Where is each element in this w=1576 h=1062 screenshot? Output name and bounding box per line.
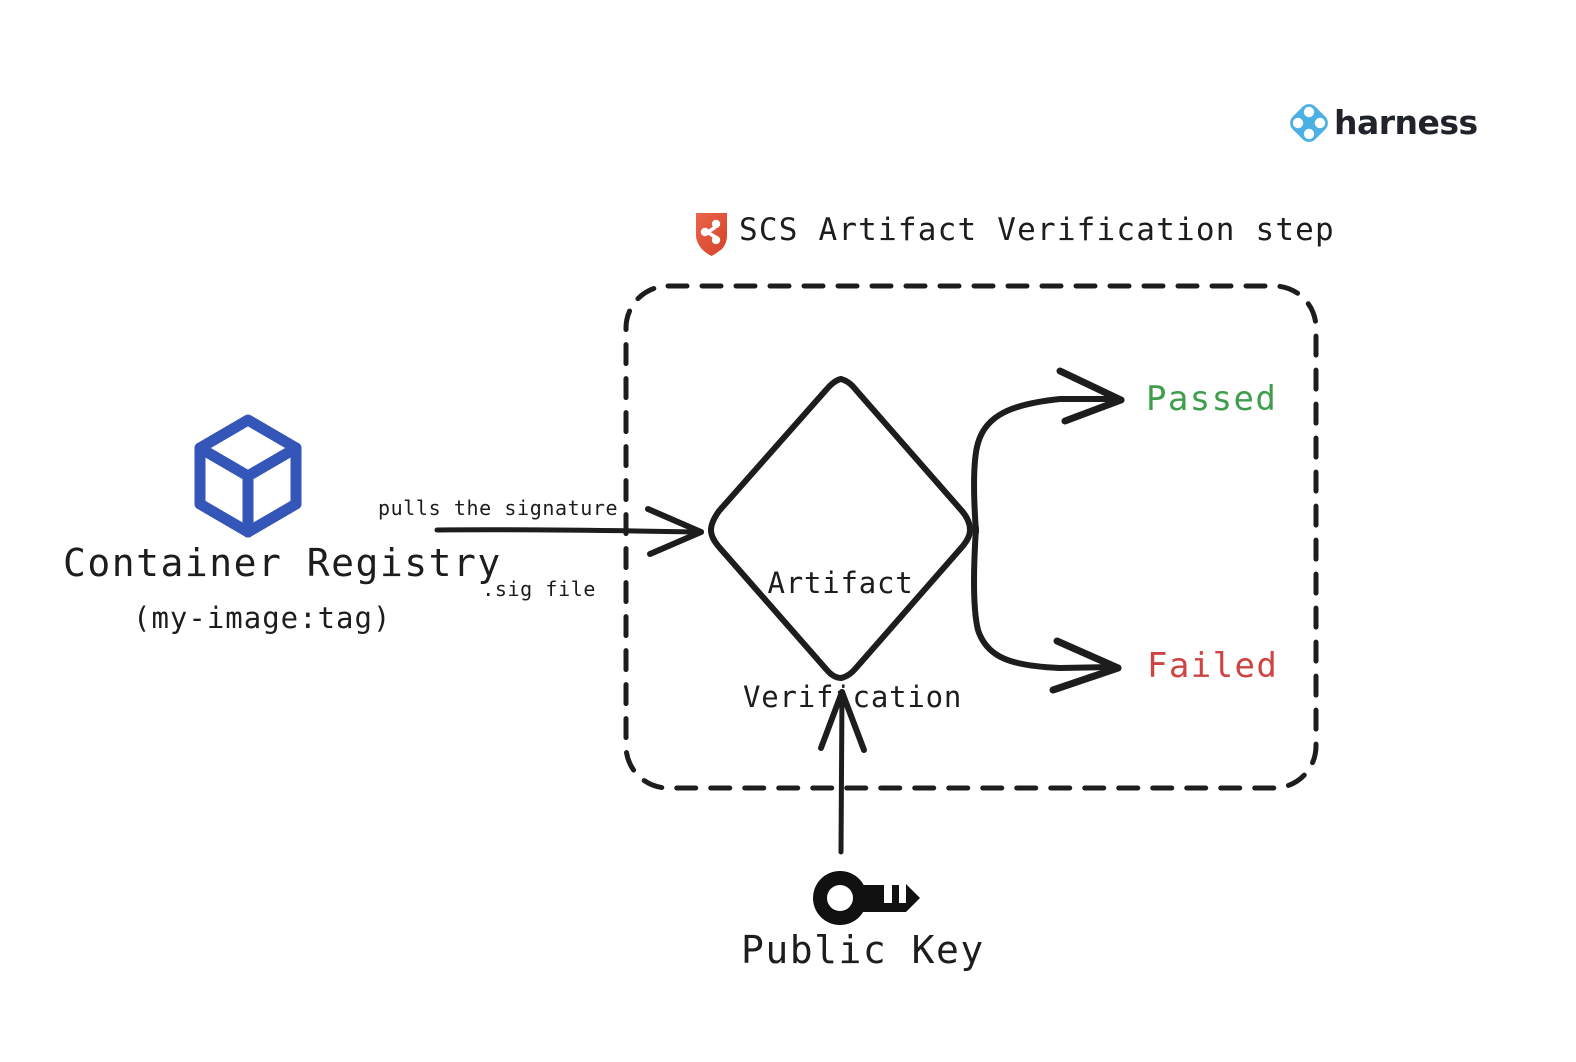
container-registry-tag: (my-image:tag): [133, 601, 392, 635]
key-icon: [813, 871, 920, 925]
step-title-text: SCS Artifact Verification step: [739, 212, 1335, 248]
container-registry-name: Container Registry: [63, 541, 502, 585]
harness-brand: harness: [1290, 103, 1478, 141]
curved-arrow-down-right-icon: [970, 525, 1122, 694]
artifact-verification-label: Artifact Verification: [743, 488, 963, 754]
pull-signature-note-line2: .sig file: [482, 577, 596, 601]
pull-signature-note: pulls the signature .sig file: [378, 441, 619, 630]
harness-diamond-logo: [1290, 104, 1328, 142]
arrow-right-icon: [434, 506, 704, 557]
public-key-label: Public Key: [741, 928, 985, 972]
artifact-verification-label-line2: Verification: [743, 680, 963, 714]
outcome-failed: Failed: [1147, 646, 1279, 686]
harness-wordmark: harness: [1334, 102, 1478, 142]
curved-arrow-up-right-icon: [970, 367, 1125, 535]
outcome-passed: Passed: [1146, 379, 1278, 419]
step-title: SCS Artifact Verification step: [692, 211, 1335, 249]
pull-signature-note-line1: pulls the signature: [378, 496, 619, 520]
artifact-verification-label-line1: Artifact: [767, 566, 914, 600]
scs-shield-icon: [696, 213, 727, 256]
container-box-icon: [194, 414, 302, 538]
arrow-up-icon: [818, 689, 867, 855]
artifact-verification-node: [708, 376, 973, 681]
